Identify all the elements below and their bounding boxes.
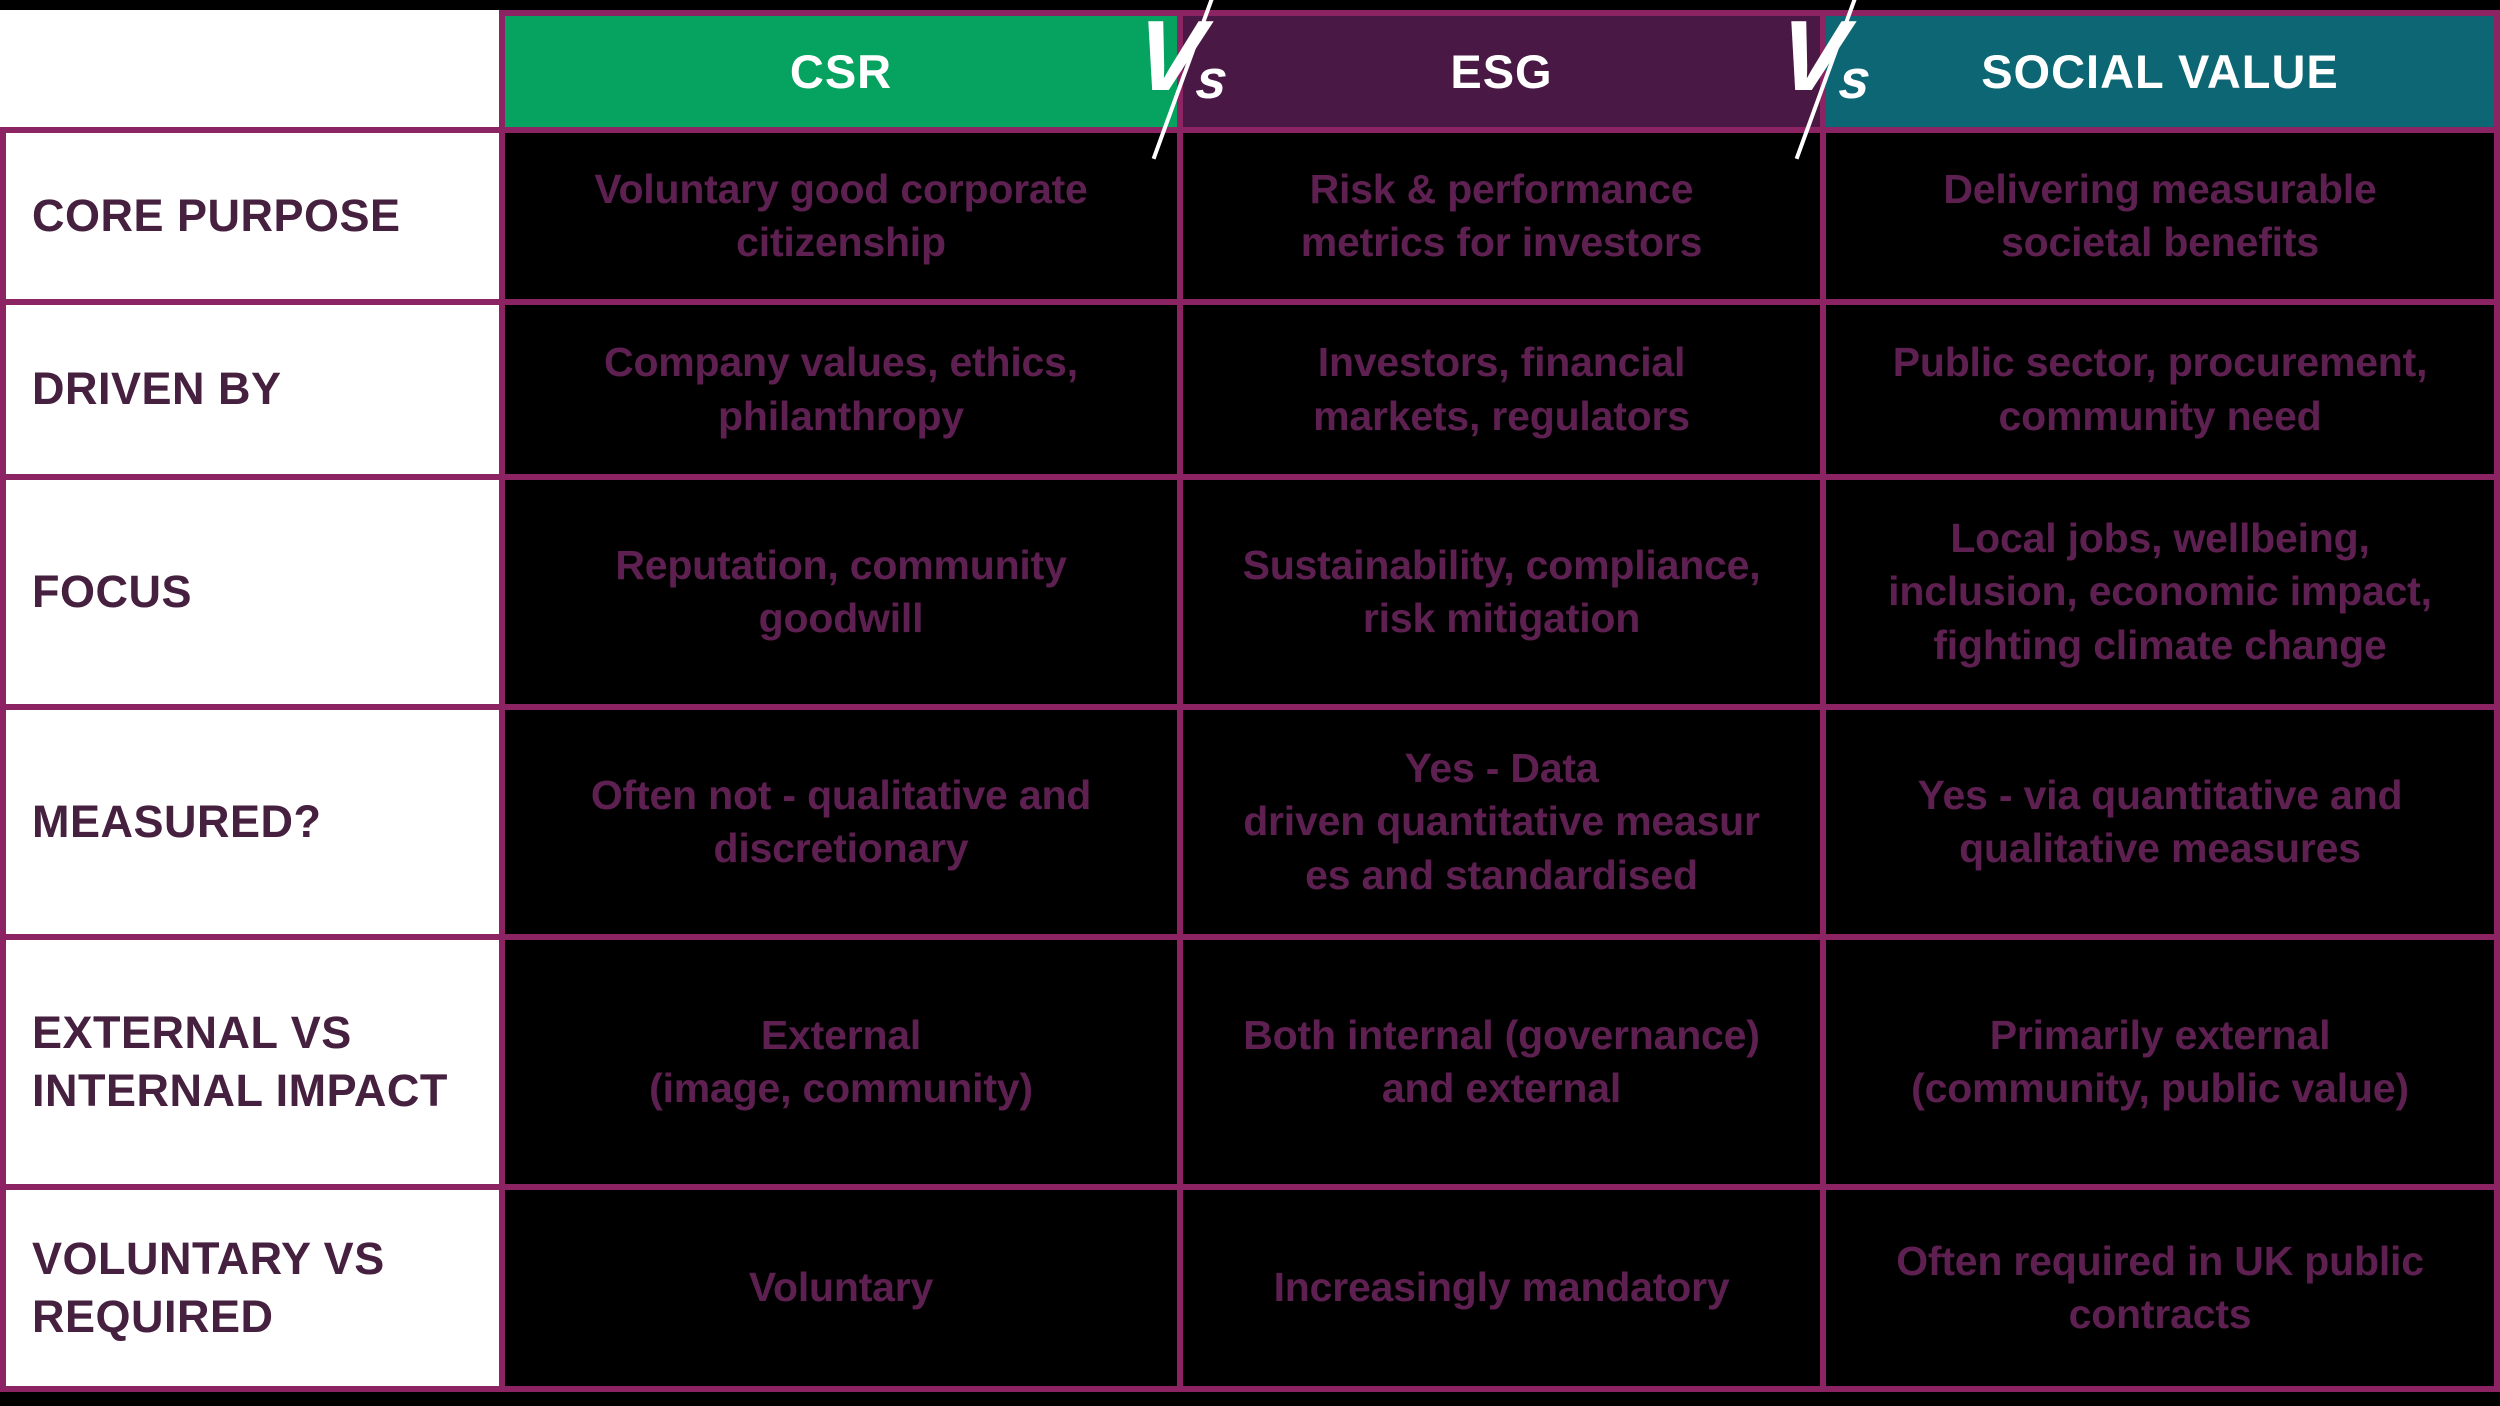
table-cell: Local jobs, wellbeing, inclusion, econom… (1826, 480, 2500, 710)
table-cell: Sustainability, compliance, risk mitigat… (1183, 480, 1826, 710)
table-cell: Investors, financial markets, regulators (1183, 305, 1826, 480)
column-header-csr: CSR (505, 10, 1183, 133)
corner-header-cell (0, 10, 505, 133)
table-cell: Often not - qualitative and discretionar… (505, 710, 1183, 940)
table-cell: Both internal (governance) and external (1183, 940, 1826, 1190)
row-header-voluntary-vs-required: VOLUNTARY VS REQUIRED (0, 1190, 505, 1392)
table-cell: Public sector, procurement, community ne… (1826, 305, 2500, 480)
table-cell: External (image, community) (505, 940, 1183, 1190)
table-cell: Voluntary good corporate citizenship (505, 133, 1183, 305)
row-header-external-vs-internal-impact: EXTERNAL VS INTERNAL IMPACT (0, 940, 505, 1190)
column-header-esg: ESG (1183, 10, 1826, 133)
row-header-measured: MEASURED? (0, 710, 505, 940)
table-grid: CSR ESG SOCIAL VALUE CORE PURPOSE Volunt… (0, 10, 2500, 1392)
table-cell: Yes - via quantitative and qualitative m… (1826, 710, 2500, 940)
table-cell: Risk & performance metrics for investors (1183, 133, 1826, 305)
table-cell: Reputation, community goodwill (505, 480, 1183, 710)
table-cell: Delivering measurable societal benefits (1826, 133, 2500, 305)
column-header-social-value: SOCIAL VALUE (1826, 10, 2500, 133)
table-cell: Increasingly mandatory (1183, 1190, 1826, 1392)
table-cell: Yes - Data driven quantitative measur es… (1183, 710, 1826, 940)
table-cell: Primarily external (community, public va… (1826, 940, 2500, 1190)
table-cell: Voluntary (505, 1190, 1183, 1392)
table-cell: Company values, ethics, philanthropy (505, 305, 1183, 480)
row-header-core-purpose: CORE PURPOSE (0, 133, 505, 305)
table-cell: Often required in UK public contracts (1826, 1190, 2500, 1392)
row-header-focus: FOCUS (0, 480, 505, 710)
row-header-driven-by: DRIVEN BY (0, 305, 505, 480)
